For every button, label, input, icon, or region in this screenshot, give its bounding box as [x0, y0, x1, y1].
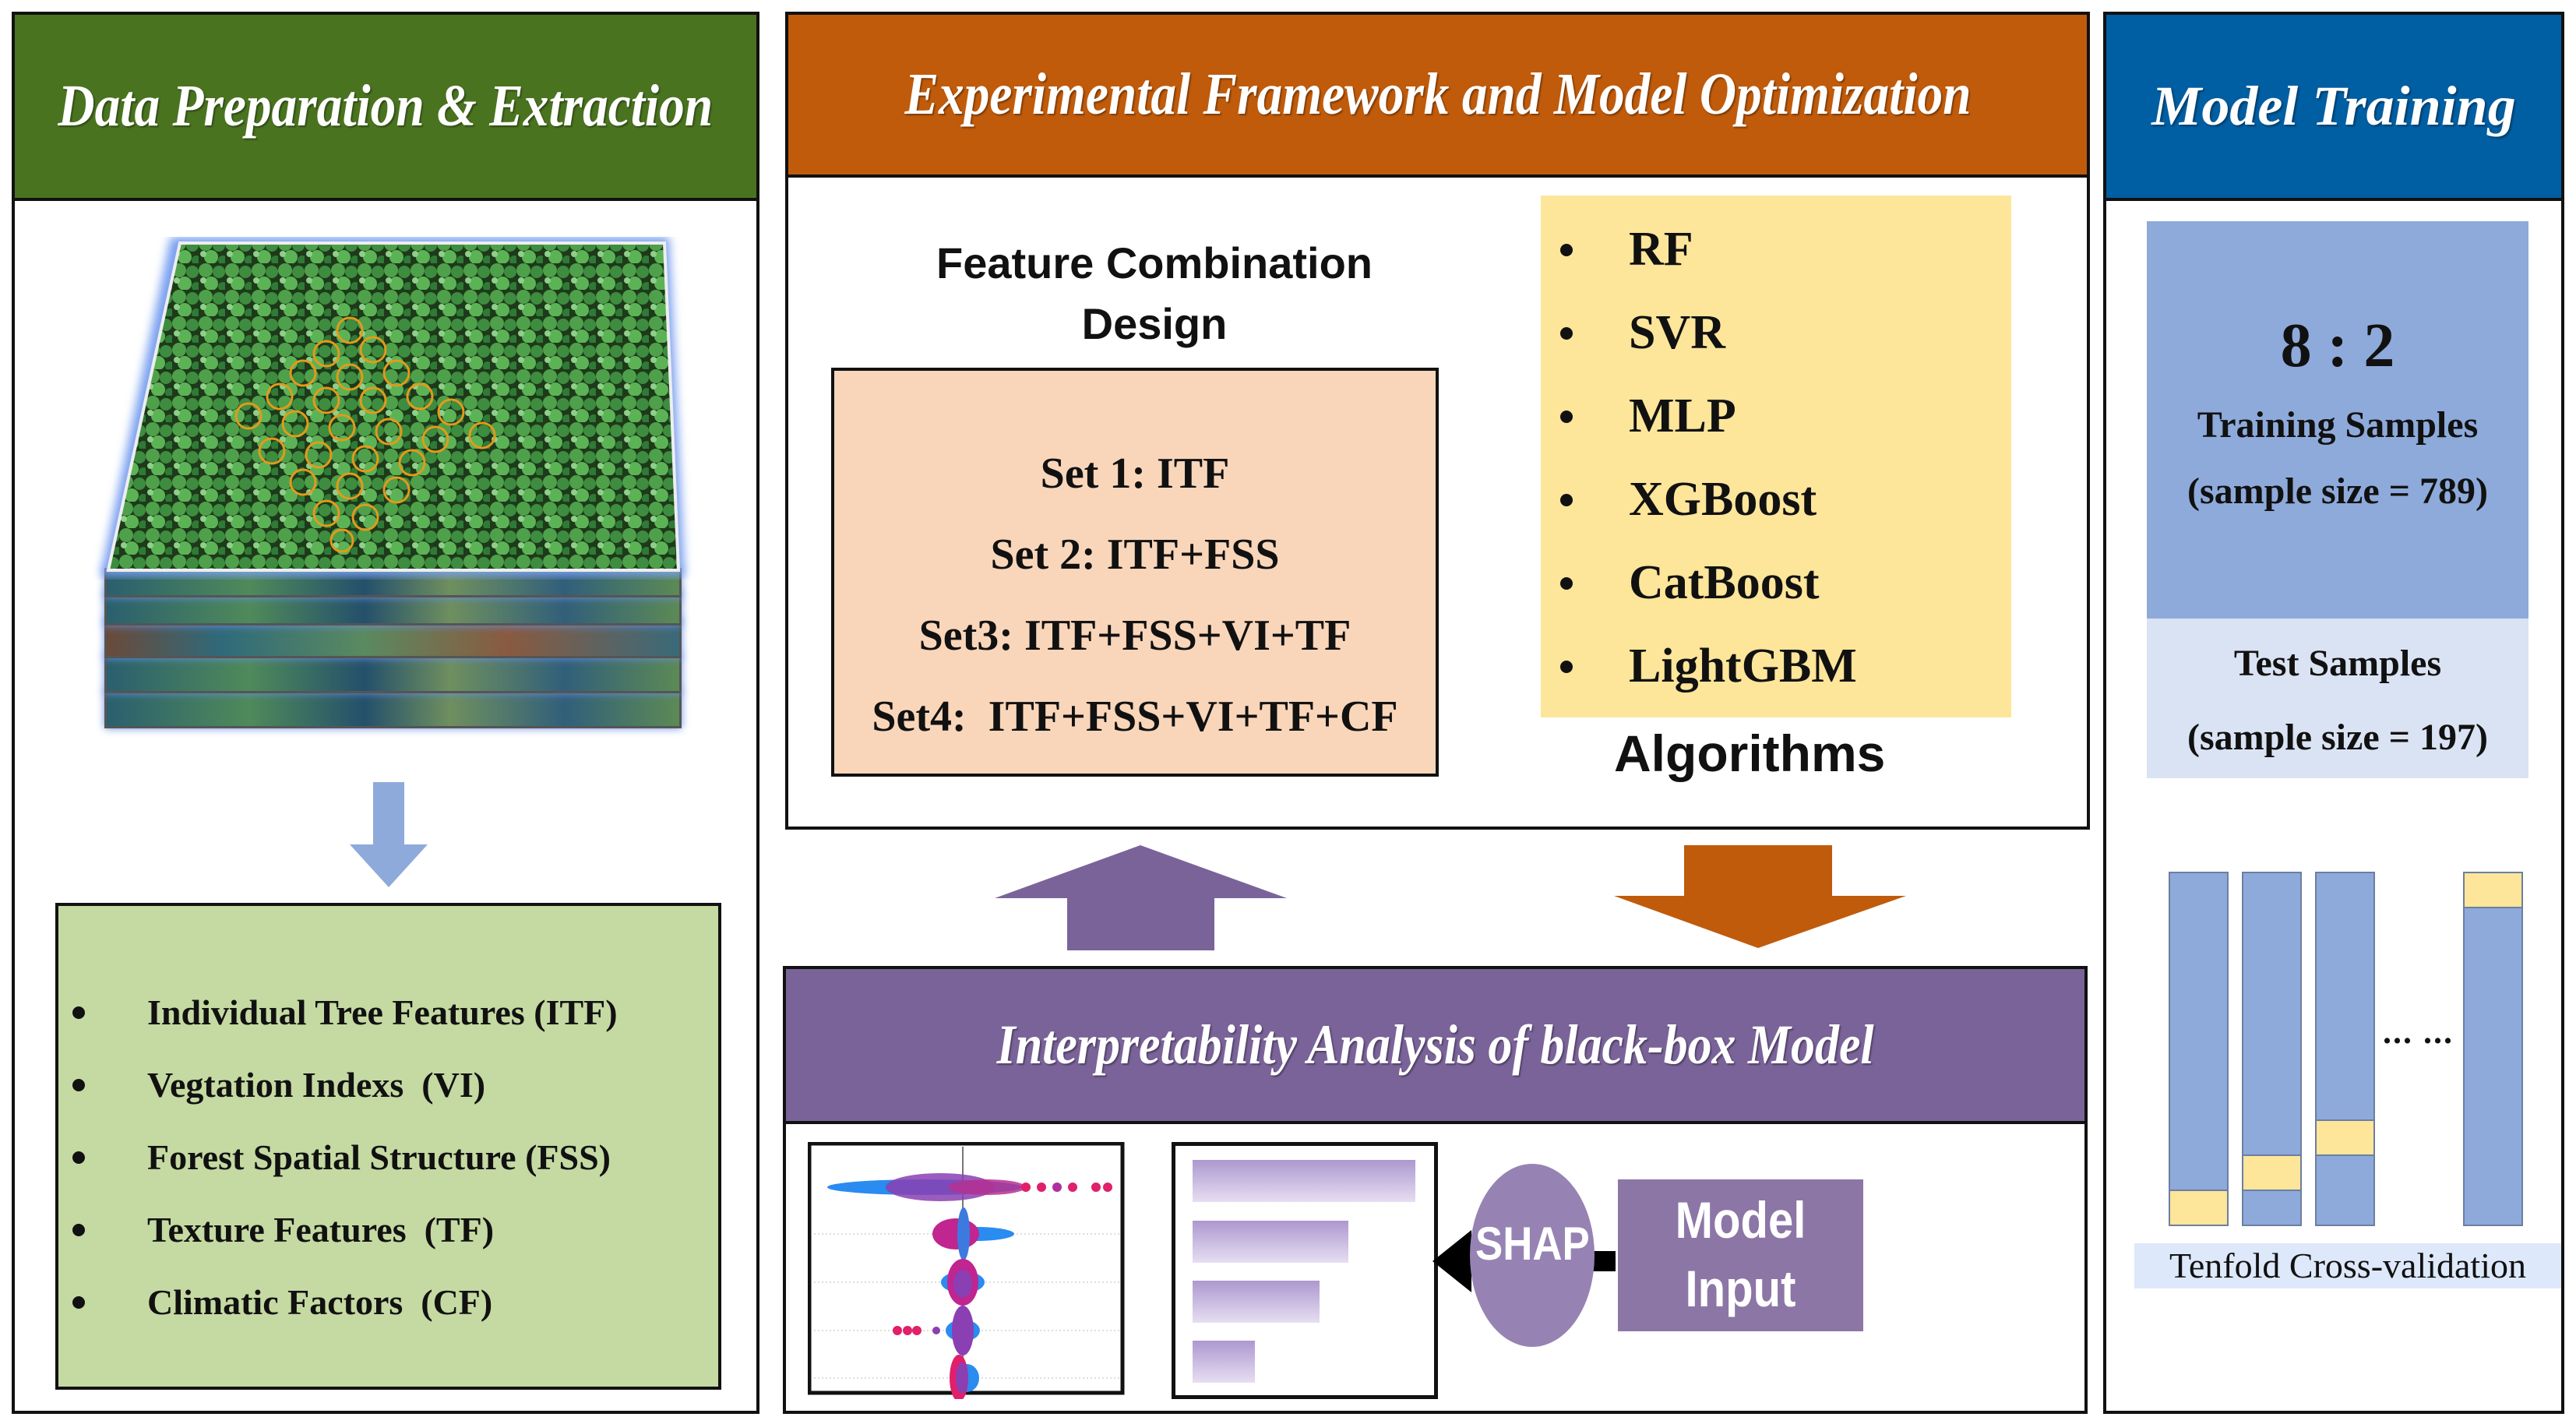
feature-set-2: Set 2: ITF+FSS — [990, 530, 1280, 579]
experimental-framework-title: Experimental Framework and Model Optimiz… — [904, 62, 1972, 127]
importance-bar-2 — [1193, 1221, 1348, 1263]
importance-bar-3 — [1193, 1281, 1320, 1323]
shap-row-1 — [827, 1173, 1112, 1201]
cv-folds: ... ... — [2106, 872, 2567, 1230]
image-layer-5 — [104, 689, 682, 728]
segmented-tree-crowns — [234, 316, 496, 553]
down-arrow-icon — [1614, 845, 1906, 948]
data-preparation-title: Data Preparation & Extraction — [58, 73, 714, 139]
image-layer-4 — [104, 654, 682, 693]
algorithm-xgboost: XGBoost — [1560, 458, 2011, 541]
shap-node: SHAP — [1470, 1164, 1595, 1347]
importance-bar-1 — [1193, 1160, 1415, 1202]
shap-row-4 — [893, 1306, 980, 1355]
experimental-framework-header: Experimental Framework and Model Optimiz… — [788, 15, 2087, 178]
cv-label: Tenfold Cross-validation — [2134, 1243, 2561, 1288]
bullet-icon — [72, 1006, 85, 1019]
cv-ellipsis: ... ... — [2383, 1013, 2454, 1051]
shap-row-5 — [950, 1355, 979, 1399]
shap-beeswarm-plot — [808, 1142, 1125, 1399]
feature-item-vi: Vegtation Indexs (VI) — [72, 1049, 718, 1121]
interpretability-panel: Interpretability Analysis of black-box M… — [783, 966, 2088, 1414]
bullet-icon — [72, 1223, 85, 1236]
uav-imagery-stack — [93, 237, 700, 751]
feature-combination-heading: Feature Combination Design — [936, 238, 1373, 348]
training-samples-block: 8 : 2 Training Samples (sample size = 78… — [2147, 221, 2528, 619]
feature-item-cf: Climatic Factors (CF) — [72, 1266, 718, 1338]
shap-importance-plot — [1172, 1142, 1438, 1399]
feature-set-1: Set 1: ITF — [1040, 449, 1230, 498]
feature-set-3: Set3: ITF+FSS+VI+TF — [918, 612, 1351, 660]
training-sample-size: (sample size = 789) — [2187, 471, 2488, 512]
cv-fold-2-test — [2242, 1154, 2302, 1191]
algorithm-catboost: CatBoost — [1560, 541, 2011, 625]
shap-row-2 — [932, 1207, 1014, 1260]
model-input-box: Model Input — [1618, 1179, 1863, 1331]
algorithms-box: RF SVR MLP XGBoost CatBoost LightGBM — [1541, 196, 2011, 717]
algorithm-mlp: MLP — [1560, 375, 2011, 458]
cv-fold-3-test — [2315, 1119, 2375, 1156]
feature-item-tf: Texture Features (TF) — [72, 1193, 718, 1266]
feature-sets-box: Set 1: ITF Set 2: ITF+FSS Set3: ITF+FSS+… — [831, 368, 1439, 777]
bullet-icon — [72, 1295, 85, 1309]
down-arrow-icon — [350, 782, 428, 887]
model-training-title: Model Training — [2151, 75, 2516, 137]
bullet-icon — [1560, 493, 1573, 506]
bullet-icon — [72, 1151, 85, 1164]
cv-fold-2 — [2242, 872, 2302, 1226]
algorithm-lightgbm: LightGBM — [1560, 625, 2011, 708]
split-ratio: 8 : 2 — [2280, 312, 2395, 380]
cv-fold-3 — [2315, 872, 2375, 1226]
importance-bar-4 — [1193, 1341, 1255, 1383]
model-training-header: Model Training — [2106, 15, 2561, 201]
test-sample-size: (sample size = 197) — [2187, 717, 2488, 758]
algorithm-svr: SVR — [1560, 291, 2011, 375]
bullet-icon — [1560, 410, 1573, 423]
test-samples-label: Test Samples — [2233, 643, 2442, 684]
forest-canopy-image — [100, 237, 685, 576]
cv-fold-1 — [2169, 872, 2229, 1226]
bullet-icon — [1560, 576, 1573, 590]
test-samples-block: Test Samples (sample size = 197) — [2147, 619, 2528, 778]
feature-types-box: Individual Tree Features (ITF) Vegtation… — [55, 903, 721, 1390]
algorithm-rf: RF — [1560, 208, 2011, 291]
feature-set-4: Set4: ITF+FSS+VI+TF+CF — [872, 693, 1398, 741]
bullet-icon — [1560, 660, 1573, 673]
up-arrow-icon — [995, 845, 1287, 950]
algorithms-label: Algorithms — [1614, 724, 1886, 782]
data-preparation-header: Data Preparation & Extraction — [15, 15, 756, 201]
cv-fold-1-test — [2169, 1190, 2229, 1226]
feature-item-itf: Individual Tree Features (ITF) — [72, 976, 718, 1049]
shap-row-3 — [941, 1259, 985, 1306]
interpretability-header: Interpretability Analysis of black-box M… — [786, 969, 2084, 1124]
bullet-icon — [72, 1078, 85, 1091]
bullet-icon — [1560, 243, 1573, 256]
interpretability-title: Interpretability Analysis of black-box M… — [996, 1013, 1874, 1076]
cv-fold-10 — [2463, 872, 2523, 1226]
bullet-icon — [1560, 326, 1573, 340]
model-training-panel: Model Training 8 : 2 Training Samples (s… — [2103, 12, 2564, 1414]
feature-item-fss: Forest Spatial Structure (FSS) — [72, 1121, 718, 1193]
data-preparation-panel: Data Preparation & Extraction — [12, 12, 759, 1414]
training-samples-label: Training Samples — [2197, 404, 2479, 446]
cv-fold-10-test — [2463, 872, 2523, 908]
experimental-framework-panel: Experimental Framework and Model Optimiz… — [785, 12, 2090, 830]
